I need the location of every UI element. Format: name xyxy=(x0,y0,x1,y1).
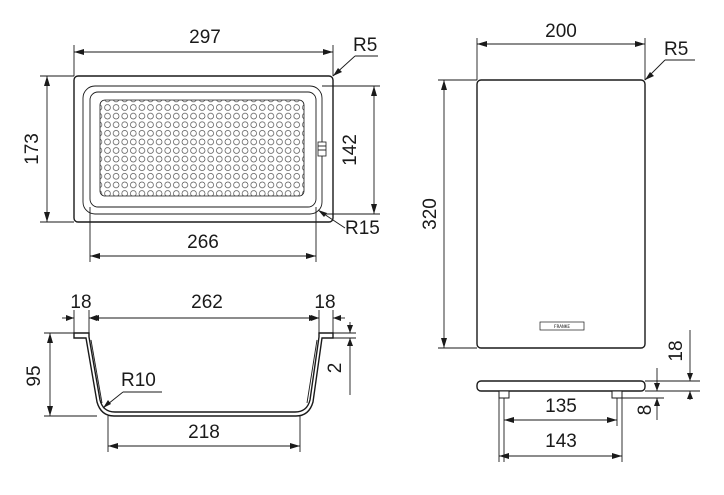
perforated-area xyxy=(99,99,305,197)
dim-2: 2 xyxy=(325,363,346,374)
brand-mark-text: FRANKE xyxy=(554,324,571,330)
top-view: 297 R5 173 142 R15 266 xyxy=(22,27,380,262)
brand-mark xyxy=(539,321,585,331)
dim-262: 262 xyxy=(191,292,223,313)
board-view: FRANKE 200 R5 320 xyxy=(420,21,695,349)
dim-135: 135 xyxy=(545,396,577,417)
dim-r15: R15 xyxy=(345,218,380,239)
foot-left xyxy=(498,390,510,399)
dim-r5-board: R5 xyxy=(664,39,688,60)
dim-95: 95 xyxy=(24,365,45,386)
dim-173: 173 xyxy=(22,133,43,165)
cutting-board-outline xyxy=(476,79,646,349)
dim-320: 320 xyxy=(420,198,441,230)
board-side-outline xyxy=(476,380,646,392)
dim-266: 266 xyxy=(187,232,219,253)
dim-r5-top: R5 xyxy=(353,35,377,56)
basket-well xyxy=(89,91,317,208)
board-side-view: 18 8 135 143 xyxy=(476,330,700,462)
dim-297: 297 xyxy=(189,27,221,48)
dim-142: 142 xyxy=(340,134,361,166)
foot-right xyxy=(611,390,623,399)
dim-200: 200 xyxy=(545,21,577,42)
dim-18-right: 18 xyxy=(314,292,335,313)
dim-18-board: 18 xyxy=(666,340,687,361)
drain-knob xyxy=(317,141,327,157)
dim-218: 218 xyxy=(188,422,220,443)
basket-profile-outer xyxy=(73,332,334,417)
dim-8: 8 xyxy=(635,405,656,416)
section-view: 18 262 18 95 2 R10 xyxy=(24,292,356,452)
dim-143: 143 xyxy=(545,431,577,452)
dim-r10: R10 xyxy=(121,370,156,391)
outer-outline xyxy=(73,75,334,223)
dim-18-left: 18 xyxy=(70,292,91,313)
